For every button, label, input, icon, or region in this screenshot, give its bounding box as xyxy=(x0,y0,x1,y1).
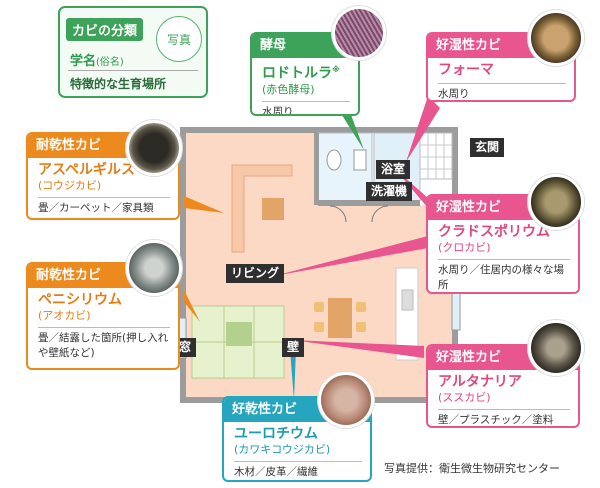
photo-credit: 写真提供：衛生微生物研究センター xyxy=(384,462,560,475)
card-place: 壁／プラスチック／塗料 xyxy=(438,414,554,426)
dining-table xyxy=(328,298,352,338)
photo-phoma xyxy=(528,10,584,66)
room-label-living: リビング xyxy=(226,264,285,283)
room-label-bath: 浴室 xyxy=(376,160,411,179)
low-table xyxy=(226,322,252,346)
card-alias: (赤色酵母) xyxy=(262,82,315,96)
photo-cladosporium xyxy=(528,174,584,230)
card-place: 木材／皮革／繊維 xyxy=(234,466,318,478)
legend-name: 学名(俗名) xyxy=(70,50,124,69)
coffee-table xyxy=(262,198,284,220)
legend-photo: 写真 xyxy=(156,16,202,62)
sofa xyxy=(231,164,293,253)
card-name: アスペルギルス xyxy=(38,162,136,178)
card-name: ロドトルラ※ xyxy=(262,61,350,83)
card-alias: (コウジカビ) xyxy=(38,179,102,192)
card-penicillium: 耐乾性カビ ペニシリウム (アオカビ) 畳／結露した箇所(押し入れや壁紙など) xyxy=(26,262,180,370)
chair xyxy=(314,302,324,312)
card-place: 畳／結露した箇所(押し入れや壁紙など) xyxy=(38,332,169,359)
card-place: 畳／カーペット／家具類 xyxy=(38,202,154,214)
card-alias: (アオカビ) xyxy=(38,309,91,322)
sink-icon xyxy=(353,149,367,171)
interior-wall xyxy=(318,200,420,206)
card-alias: (ススカビ) xyxy=(438,391,491,404)
pointer-phoma xyxy=(406,96,440,162)
card-place: 水周り xyxy=(438,88,470,100)
photo-alternaria xyxy=(528,320,584,376)
door-arc xyxy=(371,205,389,223)
photo-eurotium xyxy=(318,372,374,428)
door-arc xyxy=(329,205,347,223)
pointer-yeast xyxy=(340,112,364,150)
room-label-washer: 洗濯機 xyxy=(366,182,413,201)
interior-wall xyxy=(314,133,319,205)
card-name: フォーマ xyxy=(438,62,494,78)
legend-alias: (俗名) xyxy=(96,57,124,68)
card-place: 水周り／住居内の様々な場所 xyxy=(438,264,564,291)
card-alias: (クロカビ) xyxy=(438,241,491,254)
photo-penicillium xyxy=(126,240,182,296)
legend-place: 特徴的な生育場所 xyxy=(70,77,167,91)
chair xyxy=(356,302,366,312)
photo-yeast xyxy=(332,6,386,60)
card-name: クラドスポリウム xyxy=(438,224,550,240)
legend-category: カビの分類 xyxy=(66,18,144,41)
chair xyxy=(356,322,366,332)
card-aspergillus: 耐乾性カビ アスペルギルス (コウジカビ) 畳／カーペット／家具類 xyxy=(26,132,180,220)
card-mark: ※ xyxy=(332,65,340,74)
pointer-aspergillus xyxy=(184,196,224,213)
card-name: ペニシリウム xyxy=(38,292,122,308)
legend-name-text: 学名 xyxy=(70,54,97,69)
card-name-text: ロドトルラ xyxy=(262,65,332,82)
legend-divider xyxy=(68,70,198,71)
room-label-entrance: 玄関 xyxy=(470,138,505,157)
pointer-eurotium xyxy=(290,350,296,400)
card-name: アルタナリア xyxy=(438,374,522,390)
legend: カビの分類 写真 学名(俗名) 特徴的な生育場所 xyxy=(58,6,208,98)
chair xyxy=(314,322,324,332)
room-label-wall: 壁 xyxy=(282,338,305,357)
pointer-alternaria xyxy=(292,340,424,358)
photo-aspergillus xyxy=(126,120,182,176)
stove-icon xyxy=(401,289,414,311)
card-place: 水周り xyxy=(262,105,294,116)
card-phoma: 好湿性カビ フォーマ 水周り xyxy=(426,32,576,102)
pointer-cladosporium-living xyxy=(274,236,428,276)
pointer-penicillium xyxy=(184,290,200,322)
card-alias: (カワキコウジカビ) xyxy=(234,443,331,456)
toilet-icon xyxy=(326,149,342,171)
card-name: ユーロチウム xyxy=(234,426,318,442)
